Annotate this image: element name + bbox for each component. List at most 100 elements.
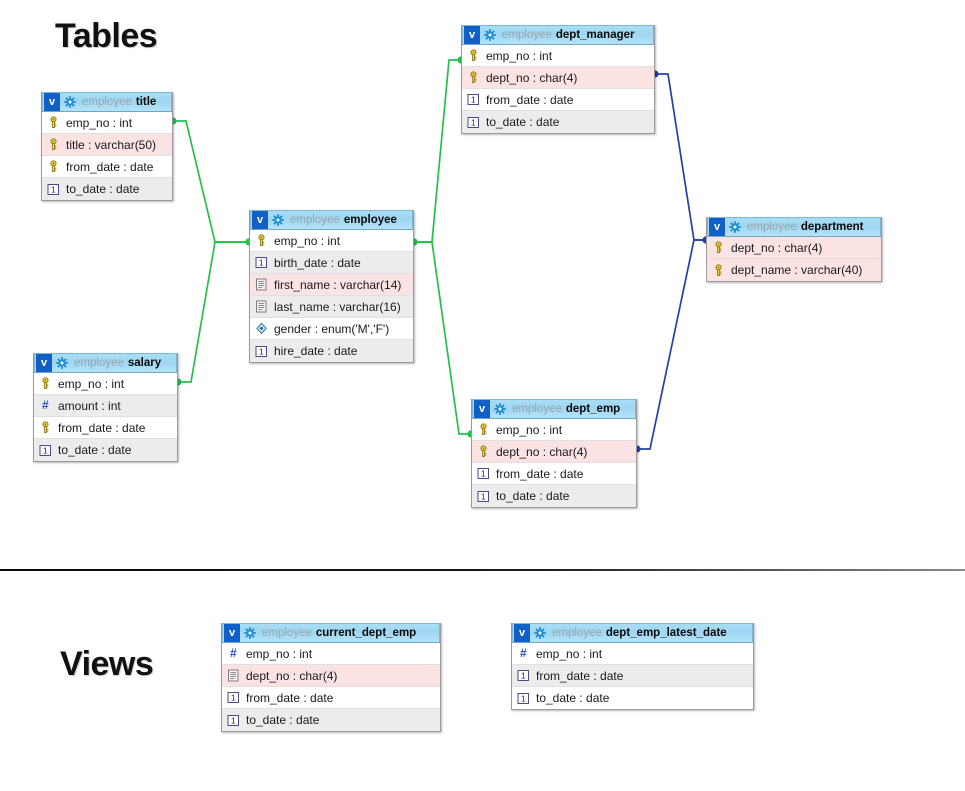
column-label: title : varchar(50): [66, 137, 157, 152]
key-icon: [470, 71, 477, 83]
column-row[interactable]: title : varchar(50): [42, 134, 172, 156]
column-row[interactable]: from_date : date: [34, 417, 177, 439]
column-row[interactable]: #emp_no : int: [222, 643, 440, 665]
gear-icon: [64, 96, 76, 108]
column-row[interactable]: 1 birth_date : date: [250, 252, 413, 274]
column-label: birth_date : date: [274, 255, 361, 270]
entity-name: current_dept_emp: [315, 627, 417, 639]
svg-text:1: 1: [231, 693, 236, 703]
schema-name: employee: [502, 29, 552, 41]
gear-icon: [484, 29, 496, 41]
key-icon: [42, 421, 49, 433]
column-row[interactable]: from_date : date: [42, 156, 172, 178]
column-row[interactable]: first_name : varchar(14): [250, 274, 413, 296]
column-label: emp_no : int: [246, 646, 313, 661]
entity-name: salary: [127, 357, 162, 369]
key-icon: [470, 49, 477, 61]
svg-text:1: 1: [521, 693, 526, 703]
column-row[interactable]: dept_no : char(4): [222, 665, 440, 687]
column-row[interactable]: 1 from_date : date: [512, 665, 753, 687]
column-label: to_date : date: [66, 182, 140, 196]
section-divider: [0, 569, 965, 571]
column-label: amount : int: [58, 398, 121, 413]
schema-name: employee: [82, 96, 132, 108]
column-label: emp_no : int: [486, 48, 553, 63]
key-icon: [50, 116, 57, 128]
column-row[interactable]: dept_no : char(4): [462, 67, 654, 89]
column-row[interactable]: dept_name : varchar(40): [707, 259, 881, 281]
column-row[interactable]: dept_no : char(4): [472, 441, 636, 463]
date-icon: 1: [477, 468, 489, 479]
column-row[interactable]: emp_no : int: [42, 112, 172, 134]
gear-icon: [729, 221, 741, 233]
date-icon: 1: [227, 714, 239, 726]
view-badge-icon: v: [44, 93, 60, 111]
column-label: to_date : date: [496, 489, 570, 503]
column-label: first_name : varchar(14): [274, 277, 402, 292]
column-row[interactable]: last_name : varchar(16): [250, 296, 413, 318]
column-label: from_date : date: [496, 466, 584, 481]
column-row[interactable]: emp_no : int: [34, 373, 177, 395]
column-row[interactable]: emp_no : int: [250, 230, 413, 252]
column-label: gender : enum('M','F'): [274, 321, 390, 336]
number-icon: #: [42, 399, 49, 412]
date-icon: 1: [517, 670, 529, 681]
schema-name: employee: [262, 627, 312, 639]
text-icon: [256, 300, 267, 313]
entity-name: title: [135, 96, 157, 108]
view-badge-icon: v: [474, 400, 490, 418]
enum-icon: [256, 322, 267, 335]
column-label: to_date : date: [58, 443, 132, 457]
gear-icon: [494, 403, 506, 415]
svg-text:1: 1: [51, 184, 56, 194]
entity-name: department: [800, 221, 864, 233]
schema-name: employee: [552, 627, 602, 639]
key-icon: [480, 445, 487, 457]
column-row[interactable]: gender : enum('M','F'): [250, 318, 413, 340]
column-row[interactable]: 1 from_date : date: [472, 463, 636, 485]
column-row[interactable]: # amount : int: [34, 395, 177, 417]
view-badge-icon: v: [252, 211, 268, 229]
column-row[interactable]: emp_no : int: [462, 45, 654, 67]
entity-name: dept_emp_latest_date: [605, 627, 727, 639]
column-row[interactable]: dept_no : char(4): [707, 237, 881, 259]
svg-text:1: 1: [259, 346, 264, 356]
date-icon: 1: [255, 345, 267, 357]
view-badge-icon: v: [709, 218, 725, 236]
relationship-salary-employee: [174, 238, 253, 386]
column-label: from_date : date: [536, 668, 624, 683]
column-label: dept_no : char(4): [486, 70, 578, 85]
svg-text:1: 1: [259, 258, 264, 268]
gear-icon: [272, 214, 284, 226]
column-row[interactable]: #emp_no : int: [512, 643, 753, 665]
column-row[interactable]: emp_no : int: [472, 419, 636, 441]
column-label: dept_no : char(4): [246, 668, 338, 683]
column-row[interactable]: 1 to_date : date: [42, 178, 172, 200]
text-icon: [256, 278, 267, 291]
relationship-employee-dept_emp: [410, 238, 475, 438]
